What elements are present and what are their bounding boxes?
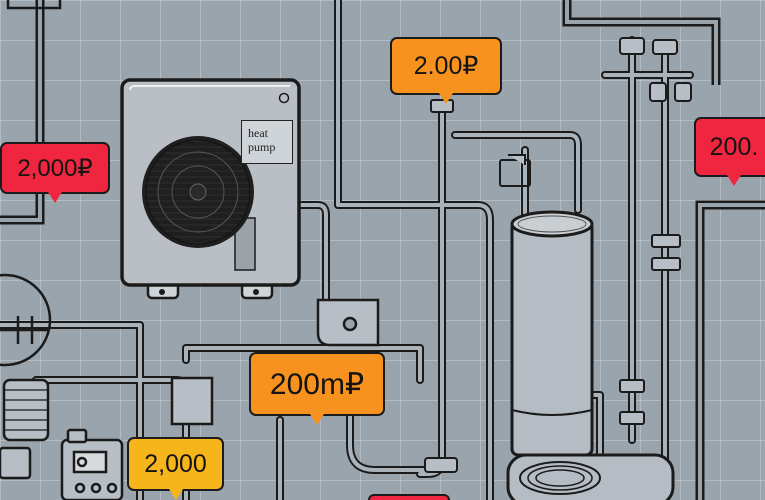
heat-pump-unit <box>120 78 301 300</box>
price-callout-right: 200. <box>694 117 765 186</box>
price-callout-bottom: 2,000 <box>127 437 224 500</box>
price-callout-top-text: 2.00₽ <box>413 52 479 80</box>
price-callout-bottom-text: 2,000 <box>144 449 207 478</box>
price-callout-left: 2,000₽ <box>0 142 110 203</box>
price-callout-right-text: 200. <box>709 132 759 161</box>
price-callout-left-text: 2,000₽ <box>17 154 93 182</box>
price-callout-center-text: 200m₽ <box>269 367 365 401</box>
left-equipment <box>0 273 124 500</box>
label-line-heat: heat <box>248 126 268 140</box>
gauge-icon <box>76 456 88 468</box>
label-line-pump: pump <box>248 140 276 154</box>
power-button-icon <box>278 92 290 104</box>
heat-pump-label: heat pump <box>241 120 293 164</box>
price-callout-center: 200m₽ <box>249 352 385 425</box>
water-cylinder <box>510 210 594 457</box>
wall-bracket <box>316 298 380 347</box>
price-callout-top: 2.00₽ <box>390 37 502 104</box>
control-box <box>170 376 214 426</box>
pipe-fittings <box>424 37 692 473</box>
fan-icon <box>142 136 254 248</box>
pipe-coil <box>506 453 675 500</box>
price-callout-partial <box>368 494 450 500</box>
